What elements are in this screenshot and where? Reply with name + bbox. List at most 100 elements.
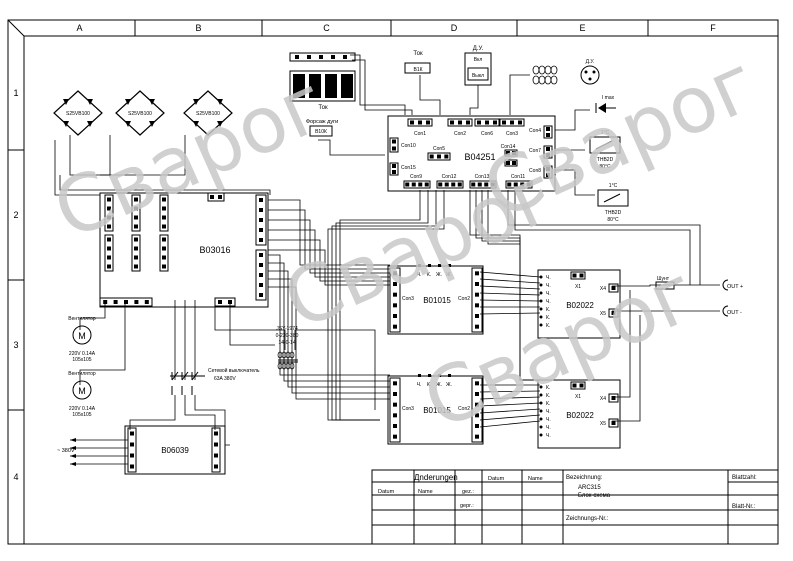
bridge-label-bg xyxy=(190,108,226,117)
connector-label: Con14 xyxy=(501,144,516,150)
diode xyxy=(193,99,199,105)
pin xyxy=(393,324,397,329)
connector-label: Con7 xyxy=(529,148,541,154)
pin xyxy=(393,282,397,286)
choke-coil xyxy=(532,65,540,75)
digit xyxy=(309,74,321,98)
tb-blatt-nr: Blatt-Nr.: xyxy=(732,504,756,510)
connector-strip xyxy=(207,192,225,202)
tb-bezeichnung: Bezeichnung: xyxy=(566,475,603,481)
tb-datum-col: Datum xyxy=(378,489,395,495)
socket-pin xyxy=(592,70,596,74)
out-minus-label: OUT - xyxy=(727,310,742,316)
pin-label: Ч. xyxy=(546,433,551,439)
imax-wire xyxy=(555,109,590,131)
connector-strip-body xyxy=(389,377,401,443)
pin xyxy=(484,182,489,187)
bundle-wire xyxy=(268,286,390,400)
remote-wire xyxy=(509,74,530,115)
pin xyxy=(450,120,454,125)
pin-label: Ж. xyxy=(446,272,452,278)
rectifier-pins xyxy=(131,234,141,272)
diode xyxy=(63,99,69,105)
connector-label: Con13 xyxy=(475,174,490,180)
pin xyxy=(259,253,263,257)
pin xyxy=(426,120,430,125)
power-wire xyxy=(479,420,541,428)
pin xyxy=(134,206,138,211)
pin xyxy=(107,197,111,202)
x4-terminal xyxy=(608,393,619,403)
out-plus-terminal xyxy=(722,279,729,291)
pin xyxy=(103,300,108,304)
connector-strip xyxy=(127,427,137,473)
connector-label: Con11 xyxy=(511,174,526,180)
fan-motor-label: M xyxy=(78,331,86,341)
mains-label: ~ 380V xyxy=(57,448,75,454)
column-label: F xyxy=(710,23,716,33)
fan-motor xyxy=(72,325,92,345)
digit xyxy=(293,74,305,98)
rectifier-pins-body xyxy=(131,234,141,272)
board-name: B01015 xyxy=(423,406,451,415)
x1-connector-body xyxy=(570,271,586,280)
board-b04251-name: B04251 xyxy=(464,152,495,162)
pin xyxy=(475,434,479,439)
tb-blattzahl: Blattzahl: xyxy=(732,475,757,481)
pin xyxy=(393,424,397,428)
pin xyxy=(539,315,543,319)
pin xyxy=(444,182,449,187)
pin xyxy=(448,264,451,267)
pin xyxy=(393,392,397,396)
current-pot-body xyxy=(404,62,431,74)
remote-switch-toggle xyxy=(467,67,489,81)
pin xyxy=(259,238,263,242)
pin-label: К. xyxy=(427,382,431,388)
power-wire xyxy=(479,312,541,315)
digit-glyph: 8 xyxy=(326,78,336,98)
rectifier-pins xyxy=(131,194,141,232)
rectifier-pins xyxy=(159,234,169,272)
choke-coil xyxy=(544,65,552,75)
board-name: B01015 xyxy=(423,296,451,305)
connector-label: Con10 xyxy=(401,143,416,149)
tb-gepr: gepr.: xyxy=(460,503,474,509)
pin xyxy=(539,409,543,413)
pin xyxy=(218,195,222,199)
pin-label: Ч. xyxy=(546,425,551,431)
pin xyxy=(513,182,518,187)
display-wire xyxy=(352,59,413,115)
pin xyxy=(490,182,495,187)
digit-glyph: 8 xyxy=(342,78,352,98)
rectifier-pins-body xyxy=(131,194,141,232)
pin xyxy=(546,153,550,157)
connector-strip-body xyxy=(407,118,433,127)
connector-strip xyxy=(389,137,399,153)
pin-label: Ж. xyxy=(446,382,452,388)
pin xyxy=(228,300,232,304)
connector-strip xyxy=(99,297,153,307)
pin xyxy=(546,147,550,151)
diode xyxy=(125,121,131,127)
connector-strip xyxy=(543,165,553,179)
x4-terminal-body xyxy=(608,283,619,293)
pin-label: К. xyxy=(427,272,431,278)
connector-label: Con5 xyxy=(433,146,445,152)
pin xyxy=(539,425,543,429)
x1-label: X1 xyxy=(575,394,581,400)
pin xyxy=(475,314,479,318)
pin xyxy=(393,303,397,308)
pin xyxy=(259,218,263,222)
pin xyxy=(428,264,431,267)
thermostat-contact xyxy=(595,140,613,150)
remote-switch-on: Вкл xyxy=(474,57,483,63)
ctrl-wire xyxy=(487,190,540,381)
fan-spec: 105x105 xyxy=(72,412,91,418)
trafo-wire xyxy=(229,300,275,346)
pin xyxy=(107,206,111,211)
tb-name: Name xyxy=(528,476,543,482)
